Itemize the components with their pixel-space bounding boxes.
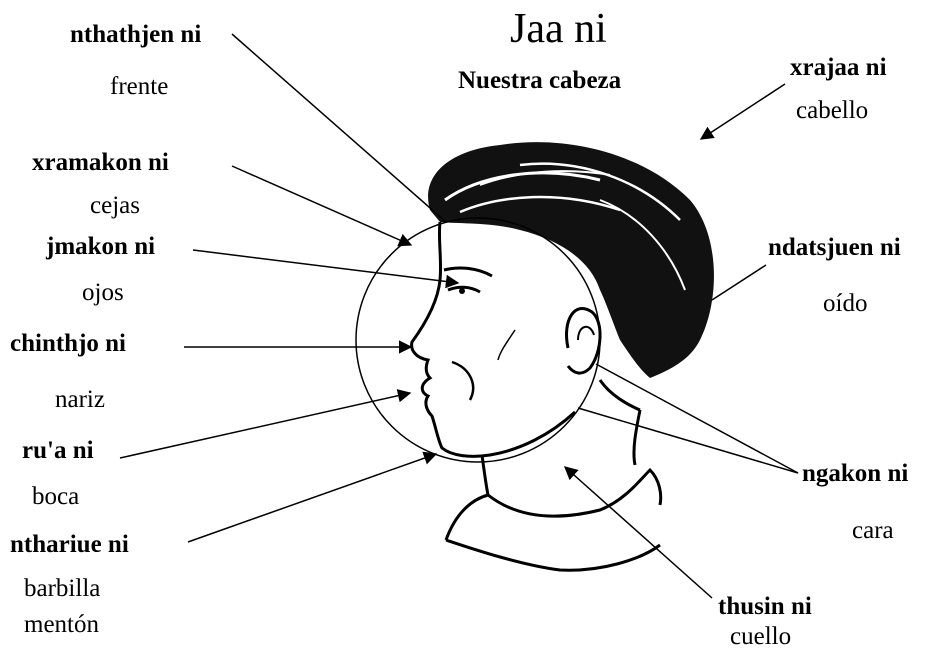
label-eyebrows-term: xramakon ni	[32, 149, 169, 176]
leader-hair	[699, 83, 786, 140]
eyebrow-shape	[443, 266, 493, 278]
label-forehead-term: nthathjen ni	[70, 21, 202, 48]
label-forehead-gloss: frente	[110, 73, 169, 100]
page-subtitle: Nuestra cabeza	[458, 67, 622, 94]
label-hair-gloss: cabello	[796, 97, 869, 124]
label-face-term: ngakon ni	[802, 460, 909, 487]
page-title: Jaa ni	[510, 6, 607, 52]
label-nose-term: chinthjo ni	[10, 330, 127, 357]
shirt-shape	[444, 467, 663, 572]
leader-face-2	[595, 363, 799, 474]
leader-mouth	[119, 389, 412, 459]
ear-shape	[565, 306, 602, 375]
leader-ear	[711, 264, 767, 301]
label-chin-term: nthariue ni	[10, 531, 129, 558]
face-outline-circle	[355, 217, 601, 463]
label-neck-gloss: cuello	[730, 623, 792, 650]
eye-shape	[447, 285, 481, 294]
leader-neck	[563, 466, 713, 599]
label-mouth-term: ru'a ni	[22, 437, 94, 464]
label-ear-gloss: oído	[823, 290, 868, 317]
label-nose-gloss: nariz	[55, 386, 105, 413]
leader-chin	[187, 451, 438, 543]
leader-eyes	[192, 249, 460, 289]
label-mouth-gloss: boca	[32, 483, 80, 510]
label-chin-gloss: barbilla	[24, 575, 101, 602]
label-face-gloss: cara	[852, 517, 894, 544]
label-neck-term: thusin ni	[718, 593, 812, 620]
leader-eyebrows	[231, 165, 413, 247]
label-hair-term: xrajaa ni	[790, 54, 887, 81]
neck-shape	[480, 454, 490, 496]
label-ear-term: ndatsjuen ni	[768, 234, 901, 261]
label-chin-gloss-2: mentón	[24, 611, 99, 638]
label-eyes-gloss: ojos	[82, 279, 124, 306]
face-profile	[410, 221, 577, 458]
label-eyebrows-gloss: cejas	[90, 192, 140, 219]
leader-forehead	[231, 33, 447, 223]
label-eyes-term: jmakon ni	[46, 233, 156, 260]
leader-face-1	[577, 407, 799, 474]
